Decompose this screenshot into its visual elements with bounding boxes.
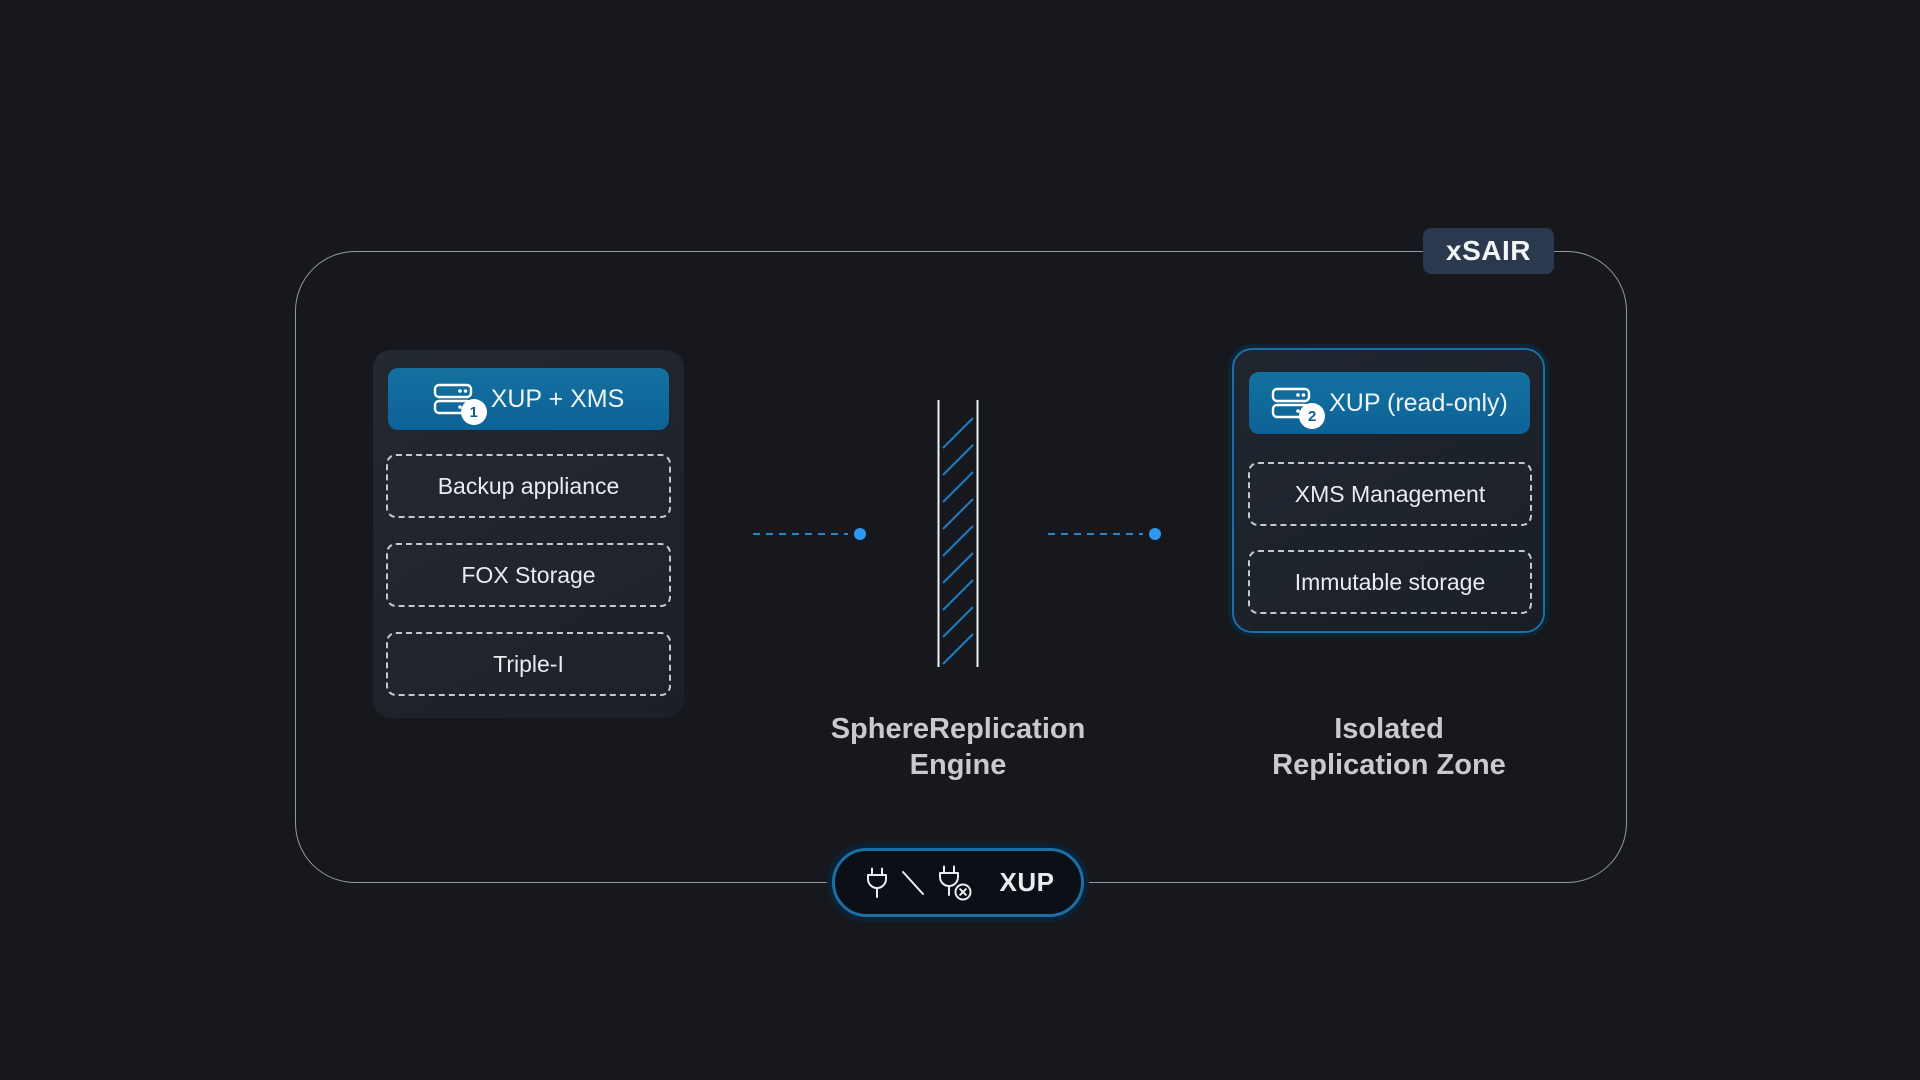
server-stack-icon: 1 bbox=[433, 383, 487, 425]
count-badge: 1 bbox=[460, 399, 487, 425]
xup-xms-node: 1 XUP + XMS bbox=[388, 368, 669, 430]
xup-airgap-pill: XUP bbox=[832, 848, 1084, 917]
count-badge: 2 bbox=[1299, 403, 1326, 429]
xup-readonly-node: 2 XUP (read-only) bbox=[1249, 372, 1530, 434]
replication-barrier bbox=[937, 400, 979, 667]
engine-caption-line1: SphereReplication bbox=[830, 713, 1086, 745]
stack-item-fox-storage: FOX Storage bbox=[386, 543, 671, 607]
node-label: XUP + XMS bbox=[490, 384, 625, 413]
dashed-flow-line bbox=[753, 533, 848, 535]
disconnect-slash-icon bbox=[901, 870, 924, 896]
engine-caption: SphereReplication Engine bbox=[758, 711, 1158, 783]
server-stack-icon: 2 bbox=[1271, 387, 1326, 429]
zone-caption-line2: Replication Zone bbox=[1272, 749, 1506, 781]
source-stack-panel: 1 XUP + XMS Backup appliance FOX Storage… bbox=[373, 350, 684, 718]
stack-item-xms-management: XMS Management bbox=[1248, 462, 1532, 526]
xsair-badge: xSAIR bbox=[1423, 228, 1554, 274]
zone-caption-line1: Isolated bbox=[1334, 713, 1444, 745]
flow-dot bbox=[854, 528, 866, 540]
stack-item-triple-i: Triple-I bbox=[386, 632, 671, 696]
flow-connector-left bbox=[753, 528, 866, 540]
zone-caption: Isolated Replication Zone bbox=[1189, 711, 1589, 783]
dashed-flow-line bbox=[1048, 533, 1143, 535]
engine-caption-line2: Engine bbox=[909, 749, 1007, 781]
node-label: XUP (read-only) bbox=[1329, 388, 1508, 417]
isolated-zone-panel: 2 XUP (read-only) XMS Management Immutab… bbox=[1232, 348, 1545, 633]
plug-icon bbox=[862, 867, 892, 899]
flow-connector-right bbox=[1048, 528, 1161, 540]
stack-item-immutable-storage: Immutable storage bbox=[1248, 550, 1532, 614]
plug-off-icon bbox=[934, 865, 974, 901]
stack-item-backup-appliance: Backup appliance bbox=[386, 454, 671, 518]
hatch-barrier-icon bbox=[937, 400, 979, 667]
flow-dot bbox=[1149, 528, 1161, 540]
pill-label: XUP bbox=[999, 867, 1055, 897]
